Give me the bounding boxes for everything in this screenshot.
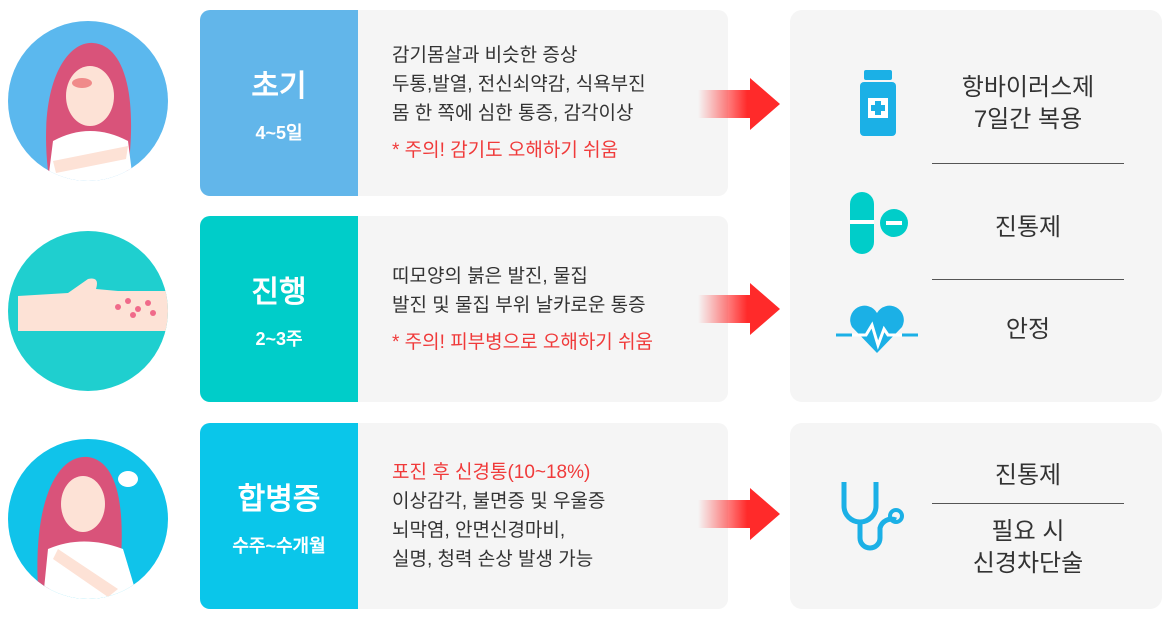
symptom-line: 이상감각, 불면증 및 우울증 bbox=[392, 491, 606, 512]
warning-text: * 주의! 피부병으로 오해하기 쉬움 bbox=[392, 331, 654, 353]
symptom-line: 두통,발열, 전신쇠약감, 식욕부진 bbox=[392, 74, 646, 95]
treatment-antiviral: 항바이러스제 7일간 복용 bbox=[961, 74, 1095, 133]
woman-pain-illustration bbox=[8, 439, 168, 599]
woman-fever-illustration bbox=[8, 21, 168, 181]
stage-period: 수주~수개월 bbox=[232, 536, 326, 556]
heartbeat-icon bbox=[836, 305, 918, 353]
stage-period: 2~3주 bbox=[255, 329, 303, 349]
stage-title: 진행 bbox=[251, 276, 307, 309]
stage-progress: 진행 2~3주 bbox=[200, 216, 358, 402]
stage-early: 초기 4~5일 bbox=[200, 10, 358, 196]
treatment-painkiller: 진통제 bbox=[994, 462, 1062, 489]
stethoscope-icon bbox=[841, 482, 904, 551]
arm-rash-illustration bbox=[8, 231, 168, 391]
stage-progress-description: 띠모양의 붉은 발진, 물집 발진 및 물집 부위 날카로운 통증 * 주의! … bbox=[358, 216, 728, 402]
divider bbox=[932, 279, 1124, 280]
symptom-line: 몸 한 쪽에 심한 통증, 감각이상 bbox=[392, 103, 634, 124]
symptom-line: 실명, 청력 손상 발생 가능 bbox=[392, 549, 594, 570]
divider bbox=[932, 163, 1124, 164]
stage-complication: 합병증 수주~수개월 bbox=[200, 423, 358, 609]
treatment-rest: 안정 bbox=[1005, 316, 1051, 343]
stage-period: 4~5일 bbox=[255, 123, 303, 143]
pill-icon bbox=[850, 192, 908, 254]
symptom-line: 발진 및 물집 부위 날카로운 통증 bbox=[392, 294, 646, 316]
arrow-right-icon bbox=[698, 283, 780, 335]
divider bbox=[932, 503, 1124, 504]
treatment-nerve-block: 필요 시 신경차단술 bbox=[972, 518, 1084, 577]
treatment-panel-bottom bbox=[790, 423, 1162, 609]
stage-title: 초기 bbox=[251, 70, 307, 103]
highlight-text: 포진 후 신경통(10~18%) bbox=[392, 462, 591, 483]
arrow-right-icon bbox=[698, 78, 780, 130]
treatment-painkiller: 진통제 bbox=[994, 214, 1062, 241]
arrow-right-icon bbox=[698, 488, 780, 540]
stage-title: 합병증 bbox=[237, 483, 321, 516]
symptom-line: 뇌막염, 안면신경마비, bbox=[392, 520, 566, 541]
symptom-line: 감기몸살과 비슷한 증상 bbox=[392, 45, 578, 66]
medicine-bottle-icon bbox=[860, 70, 896, 136]
symptom-line: 띠모양의 붉은 발진, 물집 bbox=[392, 265, 588, 287]
stage-complication-description: 포진 후 신경통(10~18%) 이상감각, 불면증 및 우울증 뇌막염, 안면… bbox=[358, 423, 728, 609]
stage-early-description: 감기몸살과 비슷한 증상 두통,발열, 전신쇠약감, 식욕부진 몸 한 쪽에 심… bbox=[358, 10, 728, 196]
warning-text: * 주의! 감기도 오해하기 쉬움 bbox=[392, 140, 619, 161]
